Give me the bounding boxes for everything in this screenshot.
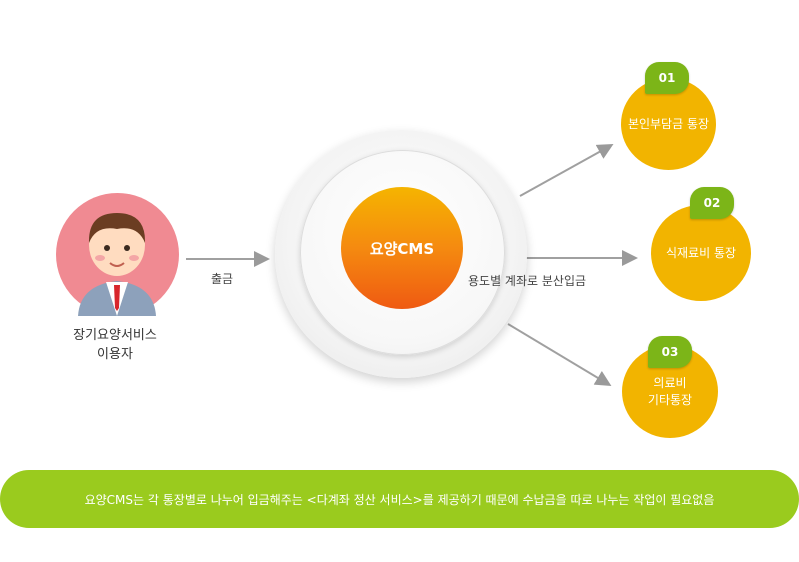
destination-02: 식재료비 통장 [651, 205, 751, 301]
person-icon [78, 213, 156, 316]
info-banner-text: 요양CMS는 각 통장별로 나누어 입금해주는 <다계좌 정산 서비스>를 제공… [84, 492, 715, 507]
cms-core-label: 요양CMS [369, 239, 435, 258]
destination-03-line1: 의료비 [653, 375, 687, 390]
distribute-label: 용도별 계좌로 분산입금 [468, 274, 587, 288]
info-banner: 요양CMS는 각 통장별로 나누어 입금해주는 <다계좌 정산 서비스>를 제공… [0, 470, 799, 528]
user-label: 장기요양서비스 이용자 [40, 326, 190, 364]
destination-03-label: 의료비 기타통장 [648, 375, 692, 409]
cms-core: 요양CMS [341, 187, 463, 309]
destination-02-label: 식재료비 통장 [665, 245, 737, 260]
badge-01: 01 [645, 62, 689, 94]
arrow-to-01 [519, 144, 614, 197]
user-label-line2: 이용자 [97, 347, 133, 362]
user-label-line1: 장기요양서비스 [73, 328, 157, 343]
badge-03: 03 [648, 336, 692, 368]
destination-03-line2: 기타통장 [647, 392, 693, 407]
badge-02: 02 [690, 187, 734, 219]
withdraw-label: 출금 [211, 272, 234, 286]
destination-01-label: 본인부담금 통장 [627, 116, 710, 131]
arrow-to-03 [507, 323, 612, 387]
user-avatar [56, 193, 179, 316]
